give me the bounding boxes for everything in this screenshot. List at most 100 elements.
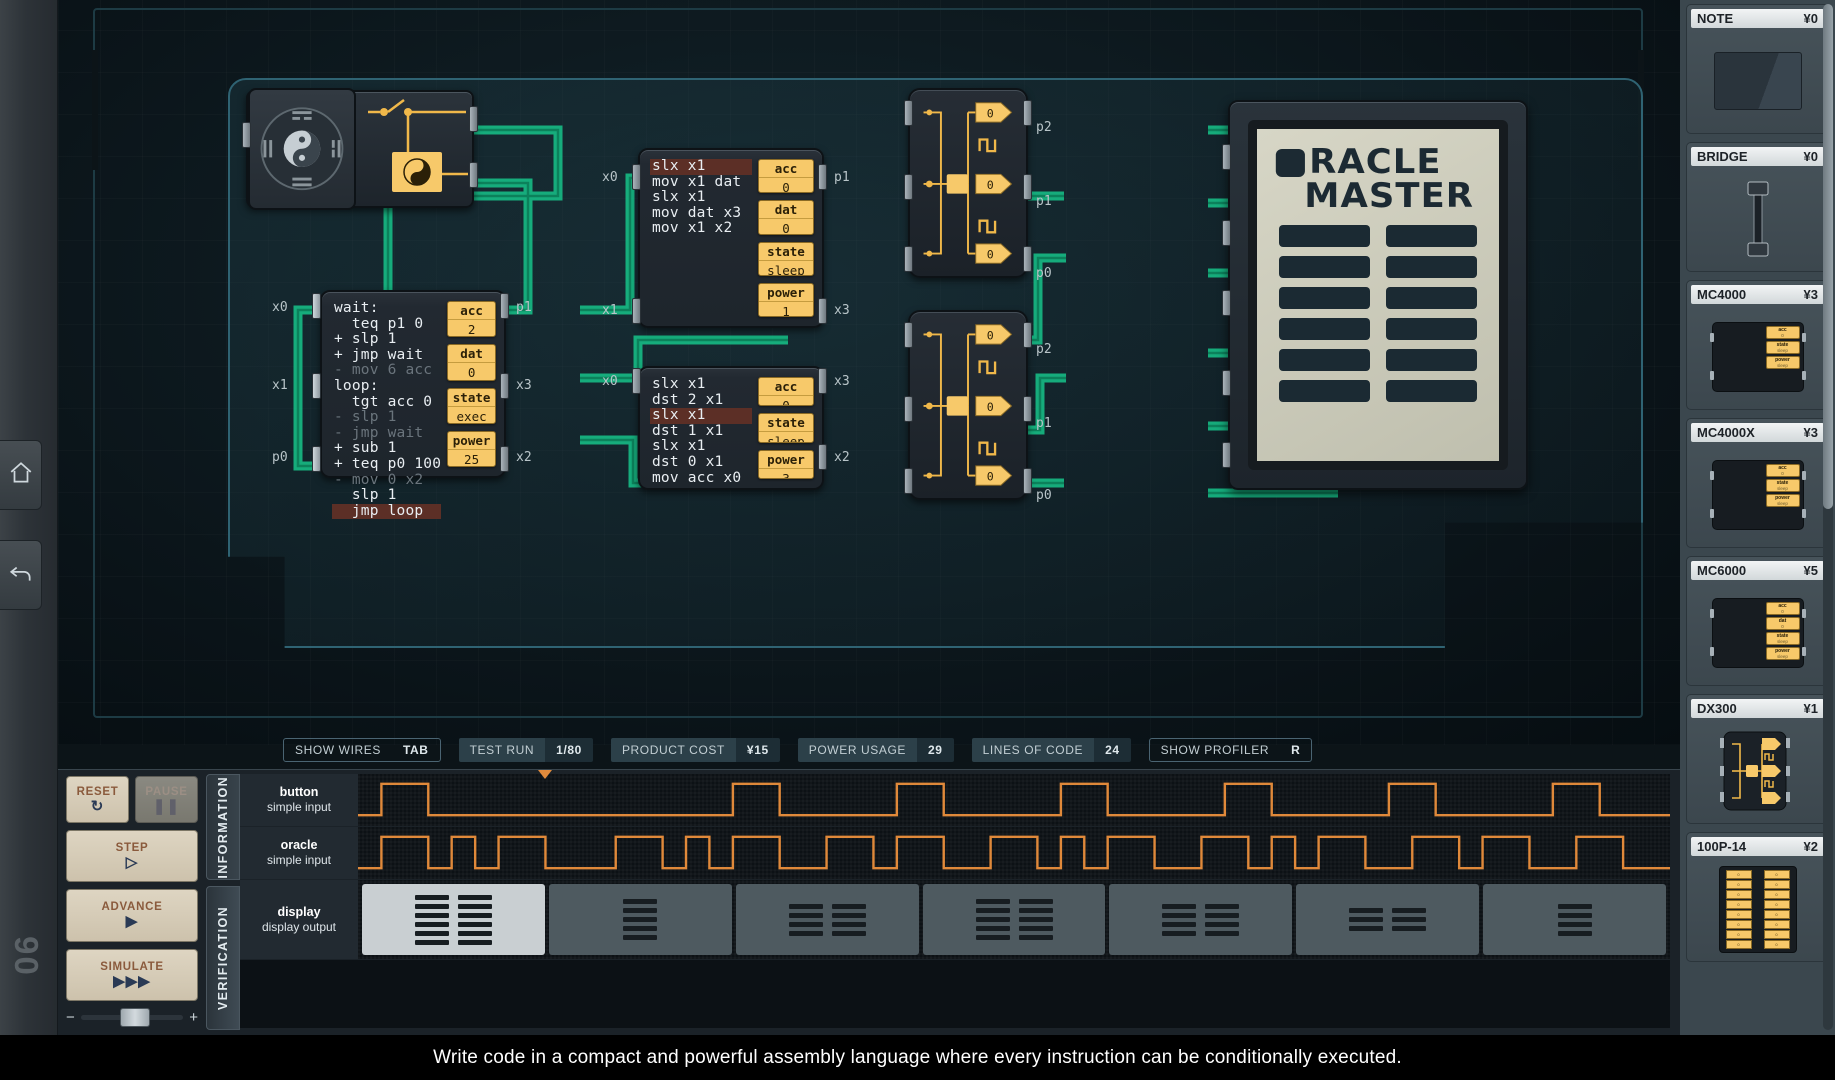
mc-left-port-p1[interactable]: [500, 293, 509, 319]
code-editor-left[interactable]: wait: teq p1 0+ slp 1+ jmp wait- mov 6 a…: [332, 300, 442, 520]
parts-scrollbar-thumb[interactable]: [1823, 4, 1833, 509]
advance-button[interactable]: ADVANCE ▶: [66, 889, 198, 942]
part-item-note[interactable]: NOTE¥0: [1686, 4, 1829, 134]
mc-bottom-port-x3[interactable]: [818, 368, 827, 394]
dx-bottom-in-2[interactable]: [904, 468, 913, 494]
part-item-bridge[interactable]: BRIDGE¥0: [1686, 142, 1829, 272]
code-line[interactable]: + teq p0 100: [334, 455, 442, 472]
oracle-port-1[interactable]: [1222, 220, 1231, 246]
mc-bottom-port-x2[interactable]: [818, 444, 827, 470]
mc-left-port-p0[interactable]: [312, 446, 321, 472]
oracle-master-device[interactable]: RACLE MASTER: [1222, 100, 1528, 490]
oracle-port-4[interactable]: [1222, 442, 1231, 468]
code-line[interactable]: + jmp wait: [334, 346, 424, 363]
dx-bottom-out-p1[interactable]: [1023, 396, 1032, 422]
circuit-canvas[interactable]: wait: teq p1 0+ slp 1+ jmp wait- mov 6 a…: [58, 0, 1680, 745]
mc-bottom-port-x0[interactable]: [632, 368, 641, 394]
code-line[interactable]: loop:: [334, 377, 379, 394]
code-line[interactable]: wait:: [334, 300, 379, 316]
speed-increase-icon[interactable]: +: [189, 1008, 198, 1026]
undo-button[interactable]: [0, 540, 42, 610]
speed-slider-track[interactable]: [80, 1007, 184, 1027]
dx-bottom-out-p0[interactable]: [1023, 468, 1032, 494]
mc-left-port-x3[interactable]: [500, 373, 509, 399]
speed-slider-knob[interactable]: [119, 1007, 150, 1027]
code-line[interactable]: slx x1: [650, 408, 752, 424]
code-line[interactable]: dst 0 x1: [652, 453, 724, 470]
code-line[interactable]: dst 2 x1: [652, 391, 724, 408]
dx-bottom-in-0[interactable]: [904, 322, 913, 348]
simulate-button[interactable]: SIMULATE ▶▶▶: [66, 948, 198, 1001]
device-port-right-1[interactable]: [469, 162, 478, 188]
mc-left-port-x0[interactable]: [312, 293, 321, 319]
tab-information[interactable]: INFORMATION: [206, 774, 240, 880]
code-line[interactable]: - jmp wait: [334, 424, 424, 441]
reset-button[interactable]: RESET ↻: [66, 776, 129, 823]
mc6000-module-left[interactable]: wait: teq p1 0+ slp 1+ jmp wait- mov 6 a…: [320, 290, 506, 520]
device-port-left-0[interactable]: [242, 122, 251, 148]
dx-top-out-p0[interactable]: [1023, 246, 1032, 272]
code-line[interactable]: teq p1 0: [334, 315, 424, 332]
waveform-plot[interactable]: [358, 880, 1670, 959]
mc-left-port-x1[interactable]: [312, 373, 321, 399]
mc-top-port-x1[interactable]: [632, 298, 641, 324]
code-line[interactable]: slx x1: [652, 376, 706, 392]
dx-top-out-p2[interactable]: [1023, 100, 1032, 126]
oracle-port-0[interactable]: [1222, 144, 1231, 170]
dx-top-in-2[interactable]: [904, 246, 913, 272]
mc-top-port-p1[interactable]: [818, 164, 827, 190]
mc-left-port-x2[interactable]: [500, 446, 509, 472]
code-line[interactable]: + sub 1: [334, 440, 397, 457]
yin-yang-input-device[interactable]: [242, 88, 478, 210]
dx-bottom-out-p2[interactable]: [1023, 322, 1032, 348]
oracle-port-2[interactable]: [1222, 290, 1231, 316]
dx-top-out-p1[interactable]: [1023, 174, 1032, 200]
code-line[interactable]: - mov 6 acc: [334, 362, 433, 379]
code-line[interactable]: + slp 1: [334, 331, 397, 348]
dx-bottom-in-1[interactable]: [904, 396, 913, 422]
home-button[interactable]: [0, 440, 42, 510]
code-line[interactable]: mov dat x3: [652, 204, 742, 221]
device-port-right-0[interactable]: [469, 106, 478, 132]
dx-top-in-1[interactable]: [904, 174, 913, 200]
mc-top-port-x0[interactable]: [632, 164, 641, 190]
step-button[interactable]: STEP ▷: [66, 830, 198, 883]
dx-top-in-0[interactable]: [904, 100, 913, 126]
speed-decrease-icon[interactable]: −: [66, 1008, 75, 1026]
code-line[interactable]: slx x1: [650, 158, 752, 175]
part-item-dx300[interactable]: DX300¥1: [1686, 694, 1829, 824]
code-line[interactable]: dst 1 x1: [652, 422, 724, 439]
pause-button[interactable]: PAUSE ❚❚: [135, 776, 198, 823]
code-line[interactable]: mov acc x0: [652, 469, 742, 486]
tab-verification[interactable]: VERIFICATION: [206, 886, 240, 1030]
waveform-plot[interactable]: [358, 774, 1670, 826]
code-line[interactable]: - mov 0 x2: [334, 471, 424, 488]
parts-scrollbar[interactable]: [1823, 4, 1833, 1030]
oracle-port-3[interactable]: [1222, 370, 1231, 396]
code-line[interactable]: mov x1 x2: [652, 220, 733, 237]
code-line[interactable]: slx x1: [652, 438, 706, 455]
code-line[interactable]: mov x1 dat: [652, 173, 742, 190]
code-line[interactable]: - slp 1: [334, 409, 397, 426]
speed-slider[interactable]: − +: [66, 1007, 198, 1027]
code-line[interactable]: tgt acc 0: [334, 393, 433, 410]
code-line[interactable]: jmp loop: [332, 503, 442, 520]
waveform-plot[interactable]: [358, 827, 1670, 879]
mc-top-port-x3[interactable]: [818, 298, 827, 324]
code-line[interactable]: slx x1: [652, 189, 706, 206]
code-line[interactable]: slp 1: [334, 487, 397, 504]
